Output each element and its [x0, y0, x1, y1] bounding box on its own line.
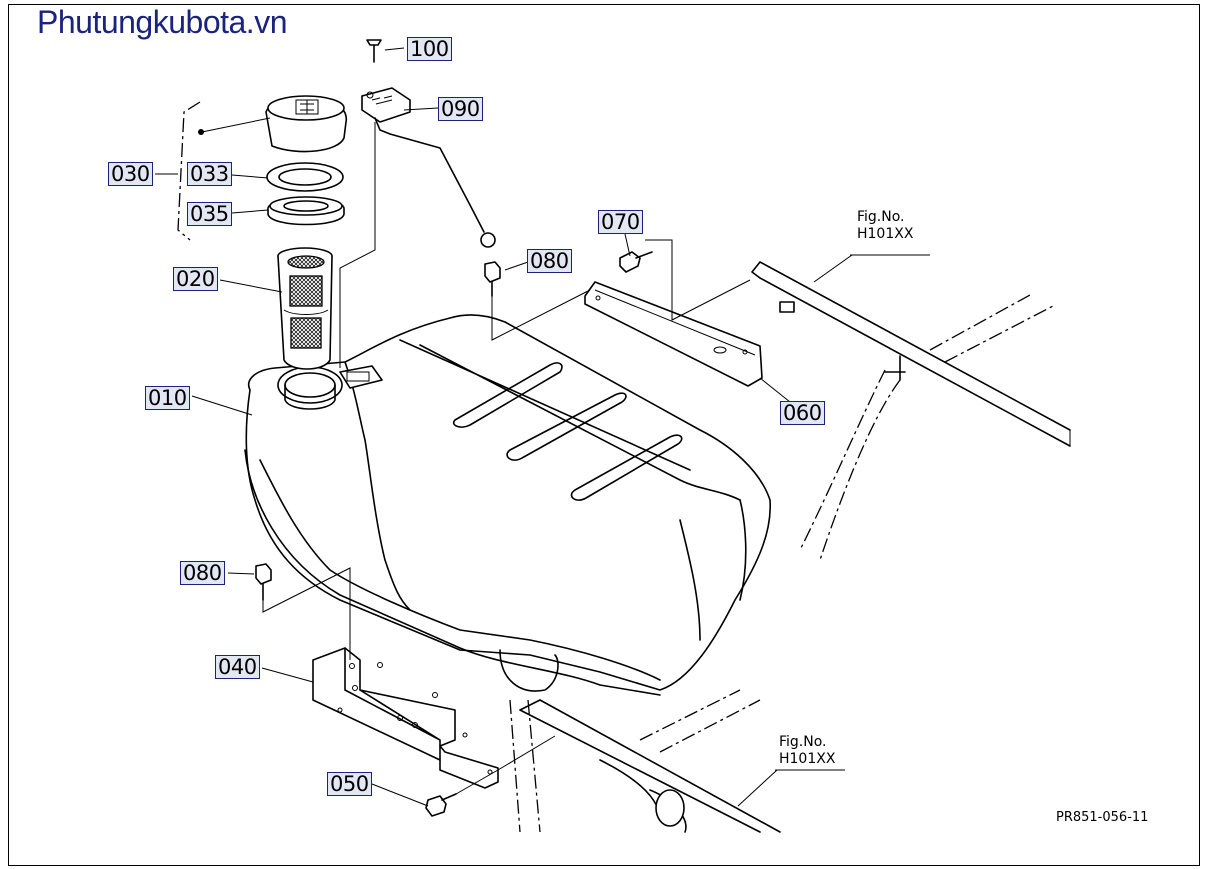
figref-lower-number: H101XX	[779, 751, 836, 767]
callout-040: 040	[215, 655, 260, 679]
callout-100: 100	[407, 37, 452, 61]
bolt-070	[619, 251, 653, 273]
bolt-050	[425, 793, 457, 817]
fuel-cap-assembly-030	[198, 95, 348, 226]
callout-033: 033	[187, 162, 232, 186]
support-bracket-060	[584, 281, 763, 387]
callout-060: 060	[780, 401, 825, 425]
callout-070: 070	[598, 210, 643, 234]
figure-reference-upper: Fig.No. H101XX	[857, 209, 913, 243]
fuel-tank-010	[244, 314, 771, 696]
figref-upper-label: Fig.No.	[857, 209, 905, 225]
figref-lower-label: Fig.No.	[779, 734, 827, 750]
level-gauge-090	[361, 87, 496, 248]
callout-090: 090	[438, 97, 483, 121]
callout-080-upper: 080	[527, 249, 572, 273]
figure-reference-lower: Fig.No. H101XX	[779, 734, 835, 768]
callout-010: 010	[145, 386, 190, 410]
diagram-frame	[8, 4, 1200, 866]
screw-100	[366, 39, 382, 63]
frame-rail-upper	[751, 261, 1071, 561]
callout-030: 030	[108, 162, 153, 186]
callout-035: 035	[187, 202, 232, 226]
bracket-040	[312, 647, 499, 789]
drawing-number: PR851-056-11	[1056, 810, 1149, 825]
frame-rail-lower	[509, 689, 781, 833]
strainer-020	[277, 247, 333, 370]
figref-upper-number: H101XX	[857, 226, 914, 242]
brand-watermark: Phutungkubota.vn	[37, 4, 287, 40]
callout-080-lower: 080	[180, 561, 225, 585]
bolt-080-lower	[255, 563, 272, 601]
leader-lines	[155, 47, 930, 807]
callout-020: 020	[173, 267, 218, 291]
bolt-080-upper	[484, 261, 501, 297]
callout-050: 050	[327, 772, 372, 796]
